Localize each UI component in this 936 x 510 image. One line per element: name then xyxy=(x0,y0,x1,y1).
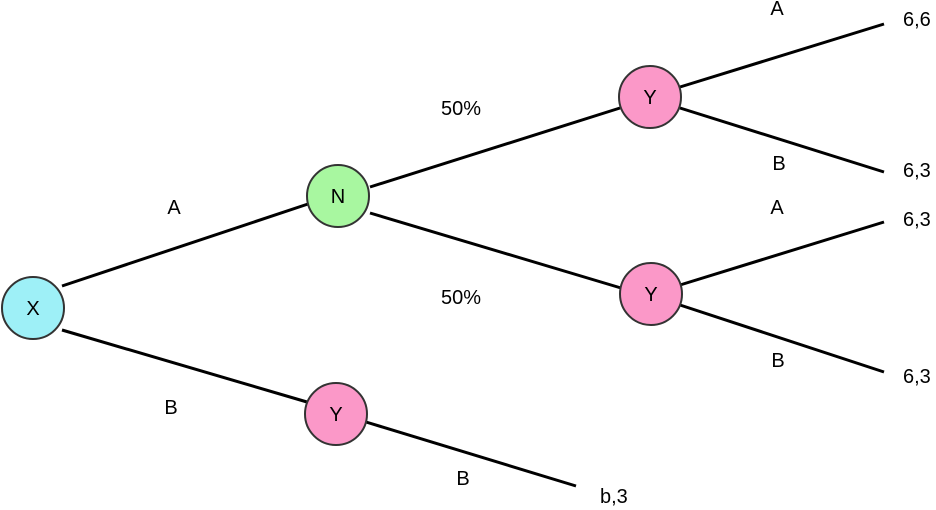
payoff-y-lower-b: 6,3 xyxy=(903,366,931,388)
node-x-label: X xyxy=(26,298,39,320)
edge-label-n-upper-prob: 50% xyxy=(441,98,481,120)
node-y-lower-circle xyxy=(619,262,683,326)
edge-n-to-y-lower xyxy=(369,211,622,290)
payoff-y-lower-a: 6,3 xyxy=(903,209,931,231)
edge-label-y-bottom-b: B xyxy=(456,468,469,490)
node-x: X xyxy=(1,276,65,340)
node-y-bottom-circle xyxy=(304,382,368,446)
node-y-bottom-label: Y xyxy=(329,404,342,426)
edge-y-lower-a xyxy=(679,220,885,287)
node-x-circle xyxy=(1,276,65,340)
edge-y-lower-b xyxy=(679,303,885,374)
node-y-lower: Y xyxy=(619,262,683,326)
payoff-y-upper-a: 6,6 xyxy=(903,9,931,31)
edge-x-to-y-bottom xyxy=(61,328,308,404)
edge-label-y-upper-b: B xyxy=(772,153,785,175)
edge-label-y-lower-b: B xyxy=(771,350,784,372)
edge-label-x-a: A xyxy=(167,197,181,219)
node-n-label: N xyxy=(331,186,345,208)
edge-label-y-upper-a: A xyxy=(770,0,784,20)
edge-label-y-lower-a: A xyxy=(770,197,784,219)
node-n-circle xyxy=(306,164,370,228)
edge-label-x-b: B xyxy=(164,397,177,419)
edge-x-to-n xyxy=(61,201,312,288)
node-y-lower-label: Y xyxy=(644,284,657,306)
edge-n-to-y-upper xyxy=(369,106,621,189)
node-n: N xyxy=(306,164,370,228)
edge-y-upper-b xyxy=(679,106,885,174)
edge-label-n-lower-prob: 50% xyxy=(441,287,481,309)
edge-y-upper-a xyxy=(679,22,885,89)
edge-y-bottom-b xyxy=(365,420,577,488)
node-y-upper-label: Y xyxy=(643,87,656,109)
node-y-upper-circle xyxy=(618,65,682,129)
node-y-upper: Y xyxy=(618,65,682,129)
payoff-y-bottom-b: b,3 xyxy=(600,486,628,508)
payoff-y-upper-b: 6,3 xyxy=(903,160,931,182)
node-y-bottom: Y xyxy=(304,382,368,446)
